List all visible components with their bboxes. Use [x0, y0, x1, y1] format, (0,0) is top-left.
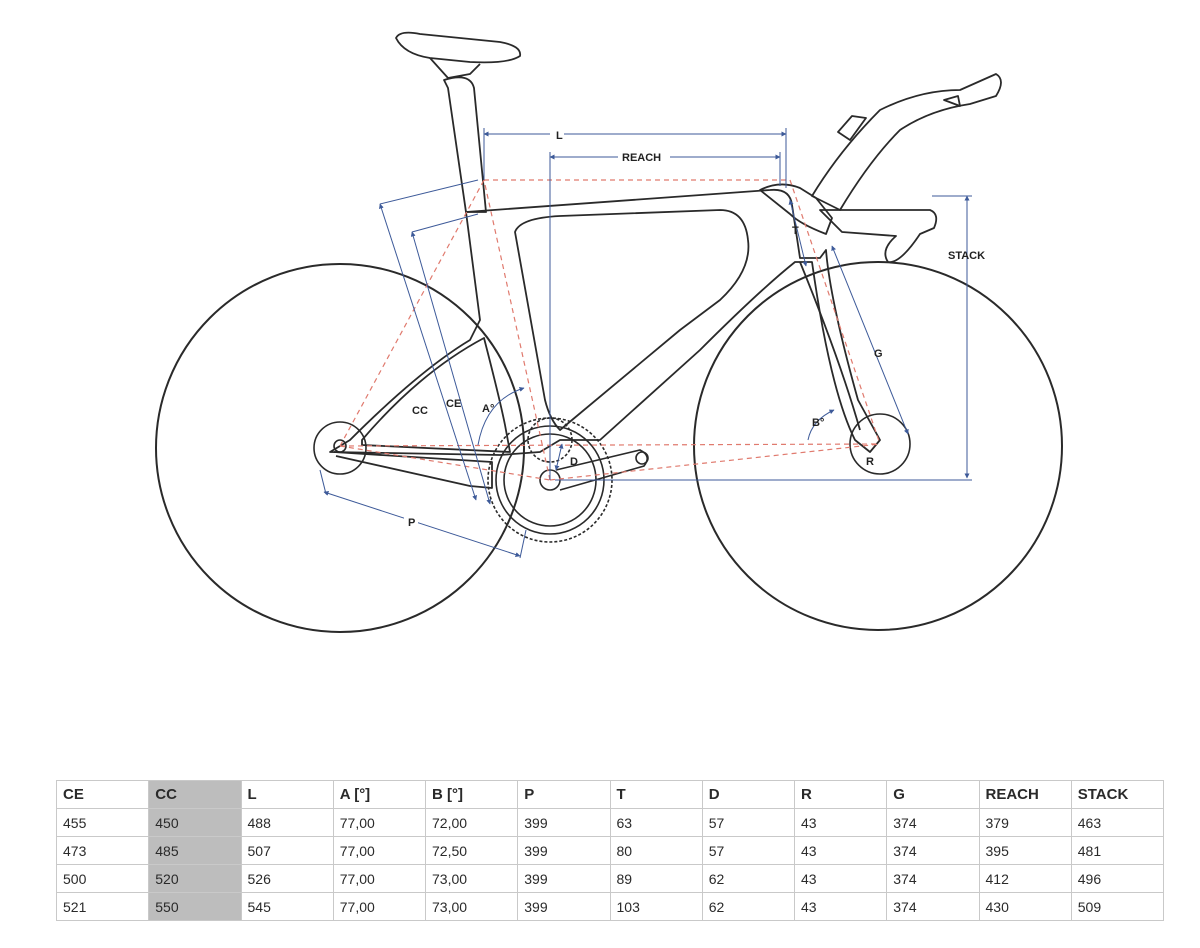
- table-cell: 77,00: [332, 892, 427, 921]
- table-cell: 62: [701, 892, 796, 921]
- table-cell: 488: [240, 808, 334, 837]
- column-header: L: [240, 780, 334, 809]
- label-t: T: [792, 225, 799, 237]
- table-cell: 374: [886, 836, 980, 865]
- table-cell: 473: [55, 836, 150, 865]
- column-header: D: [701, 780, 796, 809]
- table-cell: 430: [978, 892, 1072, 921]
- dim-t: [788, 199, 808, 267]
- label-d: D: [570, 456, 578, 468]
- table-cell: 73,00: [424, 892, 519, 921]
- rear-wheel: [155, 263, 525, 633]
- table-cell: 63: [609, 808, 703, 837]
- table-cell: 77,00: [332, 808, 427, 837]
- table-cell: 43: [793, 836, 888, 865]
- table-cell: 507: [240, 836, 334, 865]
- table-cell: 43: [793, 808, 888, 837]
- column-header: R: [793, 780, 888, 809]
- column-header: P: [517, 780, 611, 809]
- frame: [329, 31, 1002, 489]
- table-cell: 399: [517, 892, 611, 921]
- table-cell: 399: [517, 864, 611, 893]
- table-cell: 509: [1070, 892, 1165, 921]
- column-header: REACH: [978, 780, 1072, 809]
- table-cell: 43: [793, 892, 888, 921]
- table-cell: 77,00: [332, 864, 427, 893]
- dimension-labels: L REACH T STACK G CC CE A° B° D P R: [404, 129, 985, 529]
- table-cell: 399: [517, 808, 611, 837]
- column-header: A [°]: [332, 780, 427, 809]
- column-header: T: [609, 780, 703, 809]
- table-cell: 80: [609, 836, 703, 865]
- label-stack: STACK: [948, 250, 985, 262]
- label-l: L: [556, 130, 563, 142]
- table-cell: 72,50: [424, 836, 519, 865]
- table-cell: 374: [886, 864, 980, 893]
- label-g: G: [874, 348, 883, 360]
- column-header: B [°]: [424, 780, 519, 809]
- table-cell: 57: [701, 836, 796, 865]
- table-cell: 89: [609, 864, 703, 893]
- table-cell: 77,00: [332, 836, 427, 865]
- front-wheel: [693, 261, 1063, 631]
- table-cell: 481: [1070, 836, 1165, 865]
- table-cell: 500: [55, 864, 150, 893]
- table-cell: 374: [886, 892, 980, 921]
- table-cell: 399: [517, 836, 611, 865]
- label-ce: CE: [446, 398, 461, 410]
- angle-a-arc: [477, 386, 525, 446]
- table-cell: 57: [701, 808, 796, 837]
- table-cell: 450: [148, 808, 242, 837]
- dim-g: [831, 245, 909, 435]
- bike-geometry-diagram: L REACH T STACK G CC CE A° B° D P R: [155, 31, 1063, 633]
- table-cell: 526: [240, 864, 334, 893]
- table-cell: 455: [55, 808, 150, 837]
- label-reach: REACH: [622, 152, 661, 164]
- label-b: B°: [812, 417, 824, 429]
- table-cell: 374: [886, 808, 980, 837]
- dimension-lines: [319, 128, 972, 559]
- column-header: STACK: [1070, 780, 1165, 809]
- table-cell: 496: [1070, 864, 1165, 893]
- label-p: P: [408, 517, 415, 529]
- table-cell: 463: [1070, 808, 1165, 837]
- table-cell: 521: [55, 892, 150, 921]
- table-cell: 103: [609, 892, 703, 921]
- table-cell: 379: [978, 808, 1072, 837]
- label-r: R: [866, 456, 874, 468]
- table-cell: 72,00: [424, 808, 519, 837]
- table-cell: 485: [148, 836, 242, 865]
- table-cell: 412: [978, 864, 1072, 893]
- dim-ce: [410, 231, 492, 505]
- angle-b-arc: [807, 409, 835, 441]
- label-a: A°: [482, 403, 494, 415]
- label-cc: CC: [412, 405, 428, 417]
- table-cell: 520: [148, 864, 242, 893]
- table-cell: 545: [240, 892, 334, 921]
- column-header: CE: [55, 780, 150, 809]
- table-cell: 62: [701, 864, 796, 893]
- dim-p: [323, 491, 521, 557]
- table-cell: 395: [978, 836, 1072, 865]
- column-header: G: [886, 780, 980, 809]
- table-cell: 550: [148, 892, 242, 921]
- table-cell: 43: [793, 864, 888, 893]
- table-cell: 73,00: [424, 864, 519, 893]
- column-header: CC: [148, 780, 242, 809]
